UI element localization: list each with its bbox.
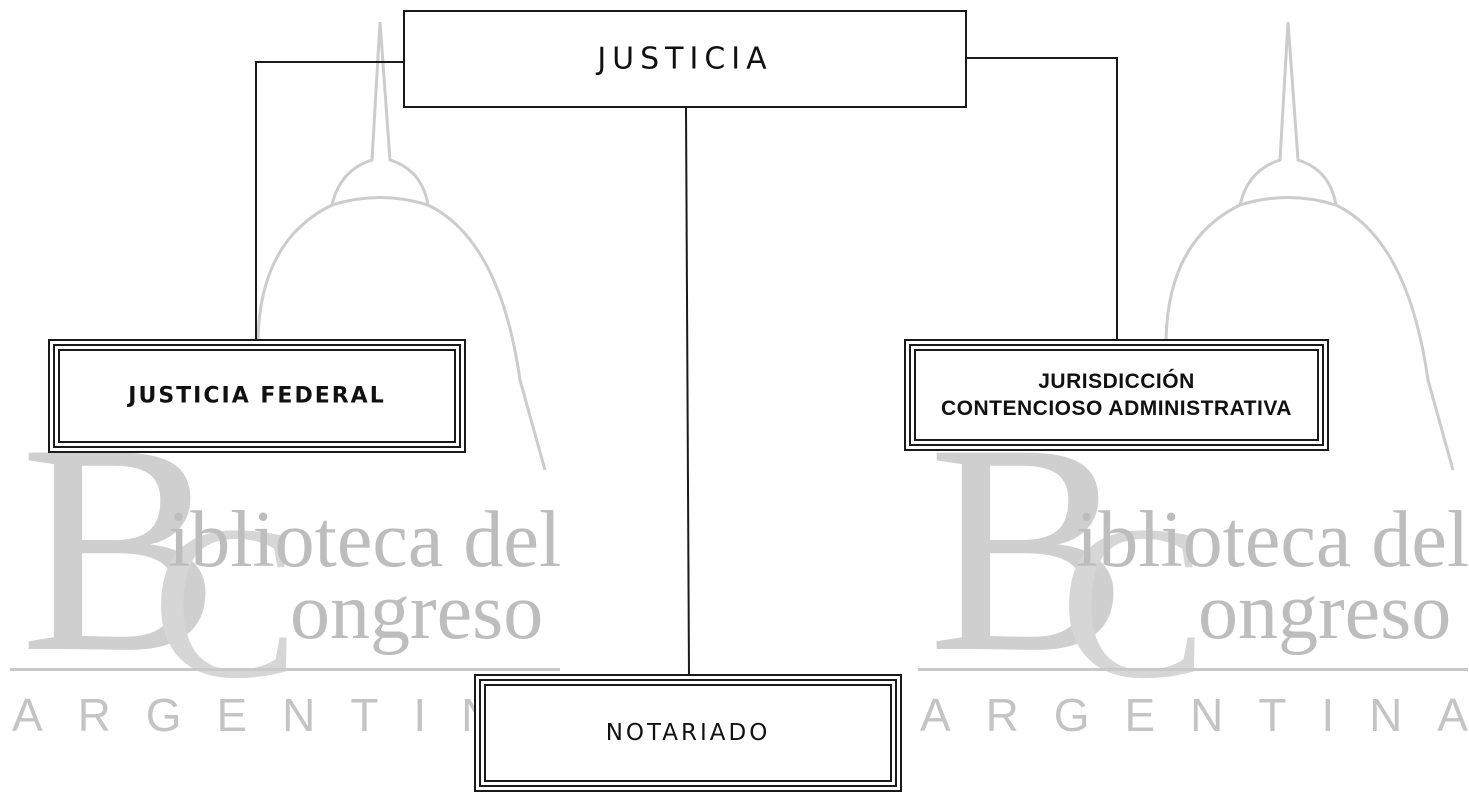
- country-letter: A: [12, 689, 43, 741]
- country-letter: A: [920, 689, 951, 741]
- watermark-rule: [10, 668, 560, 671]
- node-justicia: JUSTICIA: [403, 10, 967, 108]
- logo-c-letter: C: [1060, 480, 1207, 724]
- watermark-line2: ongreso: [1198, 568, 1452, 656]
- country-letter: G: [1053, 689, 1090, 741]
- node-jurisdiccion: JURISDICCIÓN CONTENCIOSO ADMINISTRATIVA: [904, 339, 1329, 451]
- country-letter: I: [413, 689, 427, 741]
- connector-notariado: [685, 107, 690, 677]
- country-letter: A: [1437, 689, 1468, 741]
- country-letter: G: [145, 689, 182, 741]
- country-letter: E: [1124, 689, 1156, 741]
- country-letter: R: [985, 689, 1019, 741]
- watermark-rule: [918, 668, 1468, 671]
- watermark-line1: iblioteca del: [1076, 496, 1469, 584]
- dome-icon: [256, 21, 547, 471]
- watermark-country: A R G E N T I N A: [920, 690, 1468, 740]
- country-letter: T: [1258, 689, 1287, 741]
- country-letter: N: [282, 689, 316, 741]
- country-letter: N: [1369, 689, 1403, 741]
- node-justicia-federal: JUSTICIA FEDERAL: [48, 339, 466, 453]
- dome-icon: [1164, 21, 1455, 471]
- node-label: NOTARIADO: [605, 720, 771, 746]
- watermark-line1: iblioteca del: [168, 496, 562, 584]
- node-notariado: NOTARIADO: [474, 674, 902, 792]
- connector-jurisdiccion: [967, 57, 1118, 341]
- node-label: JUSTICIA FEDERAL: [128, 383, 386, 409]
- node-label: JURISDICCIÓN CONTENCIOSO ADMINISTRATIVA: [916, 368, 1317, 422]
- node-label-line1: JURISDICCIÓN: [1038, 370, 1195, 393]
- watermark-line2: ongreso: [290, 568, 544, 656]
- logo-c-letter: C: [152, 480, 299, 724]
- country-letter: T: [350, 689, 379, 741]
- country-letter: N: [1190, 689, 1224, 741]
- connector-federal: [255, 61, 403, 341]
- node-label-line2: CONTENCIOSO ADMINISTRATIVA: [941, 397, 1292, 420]
- node-label: JUSTICIA: [597, 41, 773, 77]
- country-letter: E: [216, 689, 248, 741]
- country-letter: R: [77, 689, 111, 741]
- country-letter: I: [1321, 689, 1335, 741]
